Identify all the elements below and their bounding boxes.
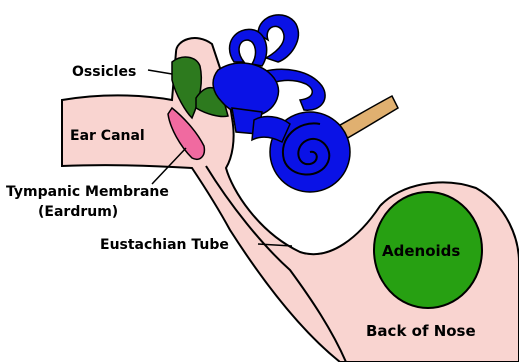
label-back-of-nose: Back of Nose — [366, 322, 476, 340]
label-tympanic-membrane-line2: (Eardrum) — [38, 204, 118, 220]
label-eustachian-tube: Eustachian Tube — [100, 237, 229, 253]
label-ear-canal: Ear Canal — [70, 128, 145, 144]
inner-ear — [213, 15, 350, 192]
ossicles-leader — [148, 70, 172, 74]
label-tympanic-membrane-line1: Tympanic Membrane — [6, 184, 169, 200]
label-ossicles: Ossicles — [72, 64, 136, 80]
label-adenoids: Adenoids — [382, 242, 460, 260]
